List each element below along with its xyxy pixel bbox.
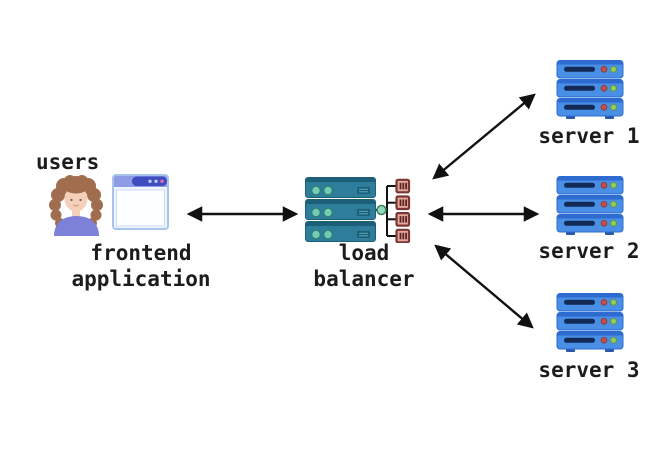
browser-window-icon	[112, 174, 169, 230]
load-balancer-stack	[305, 177, 376, 242]
load-balancer-icon	[305, 177, 411, 243]
frontend-label-line1: frontend	[90, 241, 192, 265]
distribution-hub-dot	[376, 204, 387, 216]
server-icon	[556, 293, 624, 352]
load-balancer-label-line1: load	[338, 241, 390, 265]
server3-label: server 3	[538, 358, 640, 382]
load-balancer-label-line2: balancer	[313, 267, 415, 291]
users-label: users	[36, 150, 100, 174]
server-icon	[556, 176, 624, 235]
server1-label: server 1	[538, 124, 640, 148]
server2-label: server 2	[538, 239, 640, 263]
frontend-label-line2: application	[71, 267, 211, 291]
server-icon	[556, 60, 624, 119]
arrow-loadbalancer-server3	[434, 244, 534, 329]
arrow-loadbalancer-server1	[432, 93, 536, 180]
person-icon	[49, 175, 103, 236]
port-nodes	[395, 178, 411, 243]
